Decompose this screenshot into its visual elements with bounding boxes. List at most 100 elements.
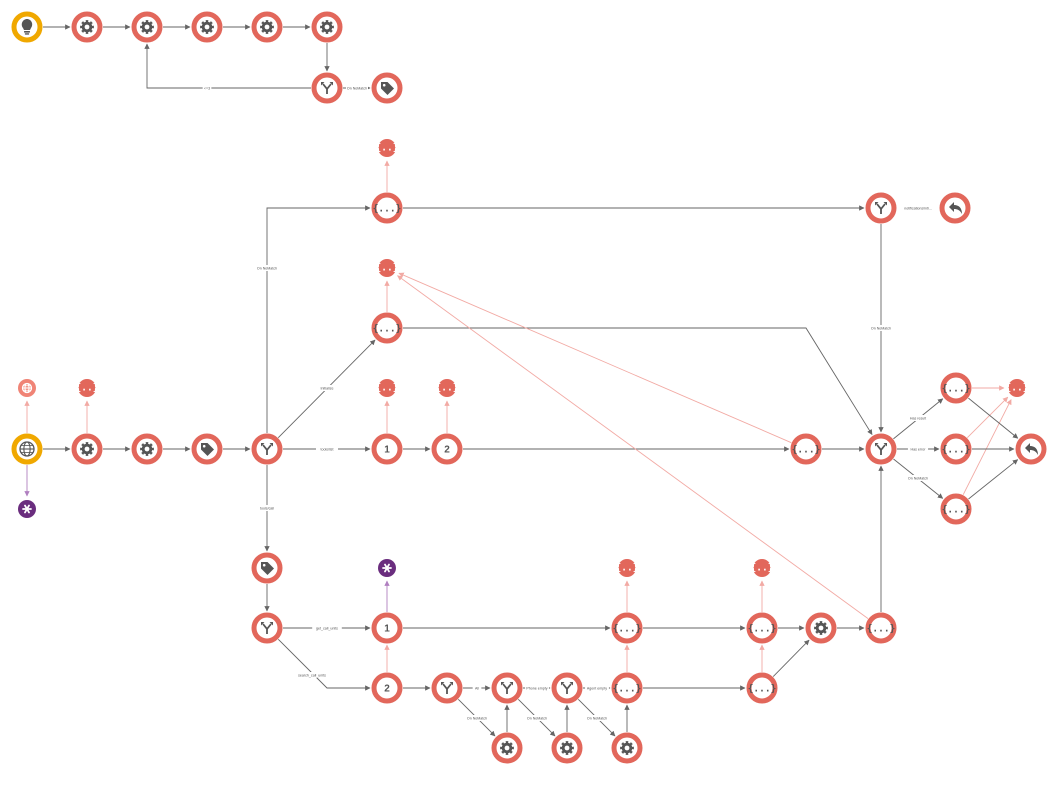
edge-label-tools-call: tools/call [260,506,274,510]
node-small-c1[interactable]: {..} [616,559,639,577]
node-small-n1[interactable]: {..} [376,379,399,397]
node-purple-call[interactable] [378,559,396,577]
braces-icon: {..} [436,382,459,393]
node-set-c2[interactable]: {...} [611,672,643,704]
braces-icon: {...} [748,683,777,694]
node-small-m1[interactable]: {..} [751,559,774,577]
node-small-top[interactable]: {..} [376,139,399,157]
edge-label-tools-list: tools/list [321,447,334,451]
node-g3[interactable] [191,11,223,43]
node-label: {...} [748,623,777,634]
edge-label-no-match-b: On NoMatch [527,716,547,720]
node-label: {...} [942,504,971,515]
edge-label-bg [525,685,549,691]
node-sw-result[interactable] [865,433,897,465]
globe-icon [19,441,35,457]
node-ret-final[interactable] [1015,433,1047,465]
node-sw-agent[interactable] [551,672,583,704]
node-set-merge[interactable]: {...} [865,612,897,644]
node-tag-top[interactable] [371,72,403,104]
node-set-nomatch[interactable]: {...} [940,493,972,525]
edge-label-bg [466,715,488,721]
node-label: {...} [373,323,402,334]
node-gb1[interactable] [491,732,523,764]
node-small-init[interactable]: {..} [376,259,399,277]
braces-icon: {..} [376,262,399,273]
node-set-m2[interactable]: {...} [746,672,778,704]
node-set-c1[interactable]: {...} [611,612,643,644]
node-set-init[interactable]: {...} [371,312,403,344]
node-g4[interactable] [251,11,283,43]
node-small-result[interactable]: {..} [1006,379,1029,397]
node-purple-left[interactable] [18,500,36,518]
node-gb2[interactable] [551,732,583,764]
braces-icon: {...} [942,383,971,394]
edge-label-bg [585,685,609,691]
braces-icon: {...} [942,504,971,515]
node-set-m1[interactable]: {...} [746,612,778,644]
edge-label-has-error: Has error [911,447,927,451]
node-set-result[interactable]: {...} [940,372,972,404]
node-c2[interactable]: 2 [371,672,403,704]
node-label: 1 [384,624,390,635]
edge-label-bg [316,385,338,391]
node-g2[interactable] [131,11,163,43]
braces-icon: {..} [751,562,774,573]
gear-icon [80,20,94,34]
node-sw-phone[interactable] [491,672,523,704]
node-gm2[interactable] [131,433,163,465]
node-ret-notif[interactable] [939,192,971,224]
edge-label-bg [256,265,278,271]
node-sw-top[interactable] [311,72,343,104]
node-g1[interactable] [71,11,103,43]
node-globe-small[interactable] [18,379,36,397]
asterisk-icon [382,563,392,573]
node-gm1[interactable] [71,433,103,465]
branch-icon [875,443,887,455]
node-small-n2[interactable]: {..} [436,379,459,397]
node-trigger-http[interactable] [11,433,43,465]
node-tag-call[interactable] [251,552,283,584]
node-sw-notif[interactable] [865,192,897,224]
node-trigger-schedule[interactable] [11,11,43,43]
globe-icon [21,382,33,394]
gear-icon [140,20,154,34]
node-small-left[interactable]: {..} [76,379,99,397]
node-n1[interactable]: 1 [371,433,403,465]
node-set-error[interactable]: {...} [940,433,972,465]
node-set-top[interactable]: {...} [371,192,403,224]
node-c1[interactable]: 1 [371,612,403,644]
edge-label-bg [256,505,278,511]
node-label: {...} [748,683,777,694]
node-sw-call[interactable] [251,612,283,644]
node-label: {...} [613,683,642,694]
node-sw-all[interactable] [431,672,463,704]
node-label: 2 [384,684,390,695]
braces-icon: {...} [748,623,777,634]
edge-set_result-to-ret_final [968,397,1019,439]
braces-icon: {..} [376,142,399,153]
gear-icon [80,442,94,456]
node-sw-main[interactable] [251,433,283,465]
node-set-list[interactable]: {...} [790,433,822,465]
edge-label-phone-empty: Phone empty [526,686,547,690]
edge-label-top-no-match: On NoMatch [347,86,367,90]
edge-set_init-to-sw_result [403,327,873,436]
edge-label-no-match-c: On NoMatch [587,716,607,720]
node-label: {...} [942,383,971,394]
edge-label-bg [526,715,548,721]
braces-icon: {..} [1006,382,1029,393]
edge-label-bg [294,672,330,678]
braces-icon: {...} [373,203,402,214]
node-gb3[interactable] [611,732,643,764]
braces-icon: {...} [942,444,971,455]
edge-label-bg [472,685,482,691]
node-n2[interactable]: 2 [431,433,463,465]
gear-icon [140,442,154,456]
node-g-merge[interactable] [805,612,837,644]
node-tag-mid[interactable] [191,433,223,465]
edge-label-bg [907,446,929,452]
node-g5[interactable] [311,11,343,43]
edge-label-left-no-match: On NoMatch [257,266,277,270]
